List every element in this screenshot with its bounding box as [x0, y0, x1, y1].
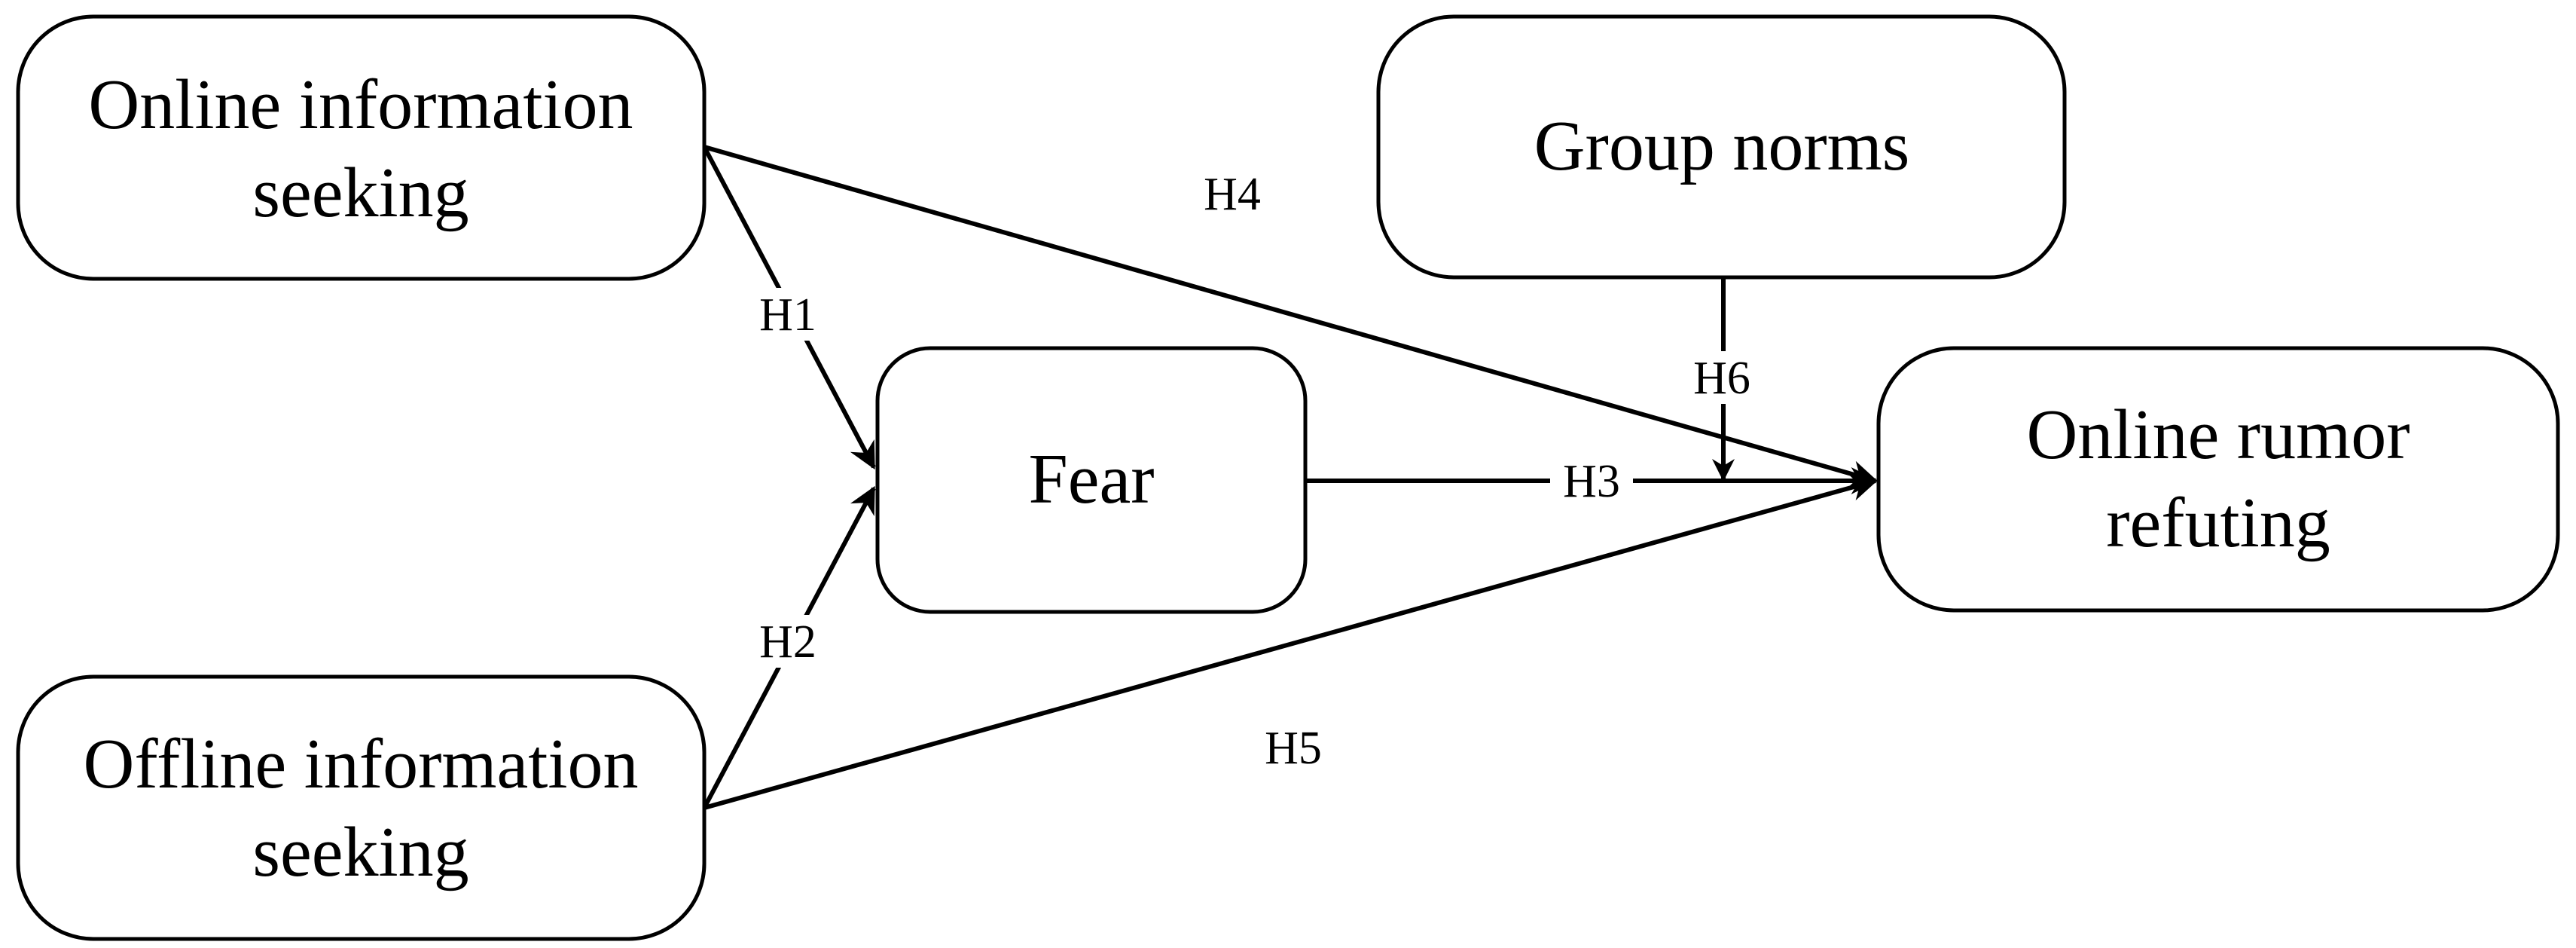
node-rumor-refuting-line-1: Online rumor: [2026, 396, 2410, 474]
node-offline-seeking-line-1: Offline information: [83, 725, 638, 803]
edge-label-h3: H3: [1563, 456, 1620, 507]
node-group-norms-label: Group norms: [1534, 107, 1910, 185]
node-online-seeking-line-1: Online information: [88, 66, 633, 144]
node-offline-seeking-line-2: seeking: [252, 813, 469, 891]
edge-label-h4: H4: [1204, 169, 1261, 220]
edge-label-h5: H5: [1265, 723, 1322, 774]
node-offline-information-seeking: Offline information seeking: [16, 674, 707, 941]
node-group-norms: Group norms: [1376, 14, 2067, 280]
node-rumor-refuting-line-2: refuting: [2106, 484, 2330, 562]
edge-label-h6: H6: [1693, 353, 1750, 404]
edge-label-h2: H2: [759, 616, 816, 668]
node-fear-label: Fear: [1028, 440, 1154, 518]
edge-label-h1: H1: [759, 289, 816, 341]
node-online-information-seeking: Online information seeking: [16, 14, 707, 281]
node-online-rumor-refuting: Online rumor refuting: [1876, 346, 2560, 613]
node-online-seeking-line-2: seeking: [252, 154, 469, 232]
node-fear: Fear: [875, 346, 1308, 614]
edge-h5-line: [704, 474, 1879, 810]
edge-h4-line: [704, 145, 1879, 488]
